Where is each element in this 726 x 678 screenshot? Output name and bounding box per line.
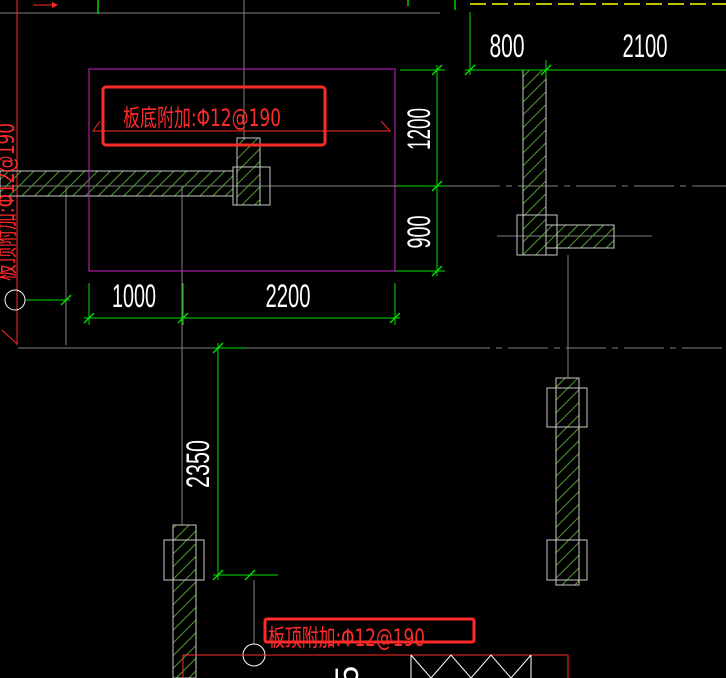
dimension-tick	[83, 312, 95, 324]
top-red-arrow-head	[52, 2, 58, 8]
dimension-text-2100[interactable]: 2100	[623, 28, 668, 64]
dimension-tick	[431, 180, 443, 192]
dimension-tick	[431, 64, 443, 76]
dimension-tick	[540, 64, 552, 76]
dimension-tick	[244, 569, 256, 581]
left-edge-annotation-label[interactable]: 板顶附加:Φ12@190	[0, 123, 20, 281]
bottom-horizontal-dimension	[83, 283, 401, 325]
upper-reinforcement-line	[92, 120, 392, 132]
right-lower-vertical-beam	[555, 377, 580, 586]
right-lower-column-top	[546, 387, 588, 428]
right-upper-vertical-beam	[522, 69, 547, 256]
slab-reinforcement-region	[88, 68, 396, 272]
lower-vertical-dimension	[212, 342, 278, 581]
right-upper-column	[516, 214, 558, 256]
dimension-text-partial[interactable]: 5	[329, 666, 365, 678]
right-horizontal-beam-stub	[545, 224, 615, 249]
dimension-tick	[212, 569, 224, 581]
dimension-text-800[interactable]: 800	[490, 28, 525, 64]
left-lower-vertical-beam	[172, 524, 197, 678]
top-markers	[33, 0, 726, 14]
dimension-text-1000[interactable]: 1000	[112, 278, 156, 314]
axis-lines	[0, 0, 726, 644]
right-vertical-dimension	[395, 64, 445, 277]
bottom-red-outline	[182, 654, 569, 678]
dimension-tick	[177, 312, 189, 324]
dimension-text-1200[interactable]: 1200	[401, 108, 437, 150]
structural-members	[0, 69, 615, 678]
upper-column	[232, 166, 271, 206]
lower-annotation-highlight-box	[263, 617, 476, 644]
dimension-tick	[389, 312, 401, 324]
left-axis-bubble	[4, 289, 26, 311]
top-horizontal-dimension	[464, 12, 726, 78]
upper-annotation-highlight-box	[101, 85, 327, 147]
upper-annotation-label[interactable]: 板底附加:Φ12@190	[123, 104, 281, 132]
upper-column-stub	[236, 137, 261, 206]
dimension-tick	[464, 64, 476, 76]
left-horizontal-beam	[0, 170, 234, 197]
dimension-tick	[212, 342, 224, 354]
right-lower-column-bottom	[546, 539, 588, 581]
upper-annotation: 板底附加:Φ12@190	[92, 85, 392, 147]
dimension-text-2350[interactable]: 2350	[180, 440, 216, 488]
left-lower-column	[163, 539, 205, 581]
stair-hatch-zigzag	[410, 654, 532, 678]
dimension-text-900[interactable]: 900	[401, 216, 437, 249]
dimension-text-2200[interactable]: 2200	[266, 278, 311, 314]
lower-annotation: 板顶附加:Φ12@190	[263, 617, 476, 652]
bottom-structure	[182, 654, 569, 678]
left-bubble-tick	[60, 294, 72, 306]
left-red-diagonal-line	[1, 329, 18, 345]
dimension-tick	[431, 265, 443, 277]
lower-annotation-label[interactable]: 板顶附加:Φ12@190	[268, 624, 425, 652]
